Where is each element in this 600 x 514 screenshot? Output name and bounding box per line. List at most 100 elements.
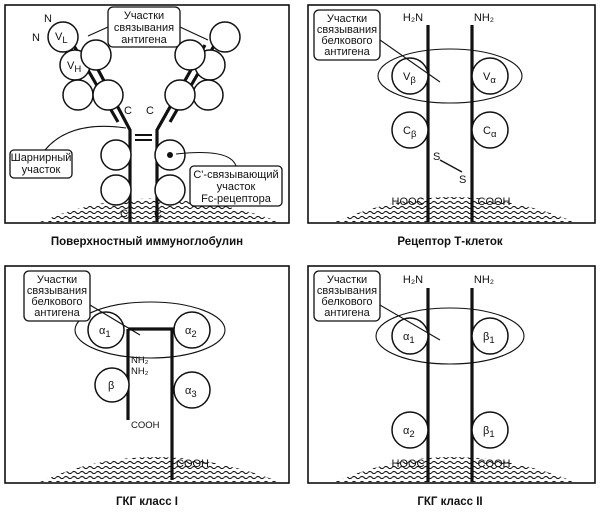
panel-mhc2: H₂N NH₂ α1 β1 α2 β1 HOOC COOH Участки св… — [307, 265, 596, 508]
label-vl: VL — [55, 31, 68, 46]
svg-text:антигена: антигена — [121, 34, 167, 46]
svg-text:Fc-рецептора: Fc-рецептора — [201, 193, 272, 205]
domain-alpha1 — [391, 317, 429, 355]
domain-ch2-left — [100, 139, 132, 171]
domain-ch3-right — [154, 174, 186, 206]
domain-v-alpha — [471, 57, 509, 95]
label-nh2: NH₂ — [474, 12, 494, 24]
binding-ellipse — [375, 307, 525, 365]
svg-text:Участки: Участки — [124, 10, 164, 22]
label-s-upper: S — [433, 151, 440, 163]
domain-vl-left — [47, 21, 79, 53]
svg-text:Участки: Участки — [327, 274, 367, 286]
label-cooh-chain: COOH — [176, 458, 209, 470]
callout-pointer — [89, 304, 141, 336]
domain-c-alpha — [471, 111, 509, 149]
label-beta1: β1 — [483, 331, 495, 346]
alpha-chain — [128, 327, 174, 480]
domain-beta2 — [471, 411, 509, 449]
panel-immunoglobulin: N N VL VH C C C C Участки связывания ант… — [4, 4, 290, 248]
caption-mhc2: ГКГ класс II — [417, 496, 482, 508]
label-beta2: β1 — [483, 425, 495, 440]
domain-ch1-right — [164, 79, 196, 111]
caption-immunoglobulin: Поверхностный иммуноглобулин — [51, 236, 243, 248]
hinge-pointer — [44, 125, 127, 151]
svg-text:белкового: белкового — [321, 296, 372, 308]
svg-text:участок: участок — [217, 181, 256, 193]
callout-complement: C'-связывающий участок Fc-рецептора — [189, 165, 283, 207]
label-c-bottom-left: C — [120, 208, 128, 220]
label-alpha1: α1 — [99, 325, 111, 340]
label-cooh: COOH — [478, 458, 511, 470]
svg-text:связывания: связывания — [317, 285, 377, 297]
domain-alpha2 — [173, 311, 211, 349]
svg-text:антигена: антигена — [324, 307, 370, 319]
svg-text:антигена: антигена — [324, 46, 370, 58]
callout-binding-sites: Участки связывания белкового антигена — [313, 270, 381, 322]
caption-mhc1: ГКГ класс I — [116, 496, 178, 508]
disulfide-link — [439, 159, 463, 173]
binding-ellipse — [377, 48, 523, 104]
callout-hinge: Шарнирный участок — [9, 149, 73, 179]
callout-pointer — [379, 39, 441, 83]
svg-text:белкового: белкового — [321, 35, 372, 47]
membrane — [335, 457, 575, 482]
label-n-right: N — [44, 13, 52, 25]
callout-pointer — [179, 26, 209, 41]
domain-right-2 — [174, 39, 206, 71]
label-alpha1: α1 — [403, 331, 415, 346]
domain-alpha1 — [87, 311, 125, 349]
membrane — [40, 198, 280, 222]
label-v-beta: Vβ — [403, 71, 416, 86]
panel-tcr: H₂N NH₂ Vβ Vα Cβ Cα S S HOOC COOH Участк… — [307, 4, 596, 248]
label-alpha3: α3 — [185, 385, 197, 400]
svg-text:участок: участок — [22, 164, 61, 176]
domain-beta — [94, 367, 130, 403]
domain-cl-left — [62, 79, 94, 111]
svg-text:связывания: связывания — [114, 22, 174, 34]
complement-site-dot — [167, 152, 173, 158]
callout-binding-sites: Участки связывания белкового антигена — [313, 9, 381, 61]
domain-ch1-left — [92, 79, 124, 111]
label-hooc: HOOC — [392, 196, 425, 208]
svg-text:Шарнирный: Шарнирный — [11, 152, 72, 164]
domain-c-beta — [391, 111, 429, 149]
label-c-bottom-right: C — [154, 208, 162, 220]
label-n-left: N — [32, 32, 40, 44]
callout-pointer — [379, 304, 441, 341]
domain-alpha3 — [173, 371, 211, 409]
label-c-right: C — [146, 105, 154, 117]
svg-text:белкового: белкового — [31, 296, 82, 308]
domain-alpha2 — [391, 411, 429, 449]
label-nh2: NH₂ — [474, 274, 494, 286]
label-nh2-bottom: NH₂ — [131, 366, 149, 377]
domain-left-2 — [80, 39, 112, 71]
complement-pointer — [175, 151, 237, 167]
label-alpha2: α2 — [403, 425, 415, 440]
label-hooc: HOOC — [392, 458, 425, 470]
callout-pointer — [87, 26, 109, 37]
label-h2n: H₂N — [403, 274, 423, 286]
membrane — [40, 457, 280, 482]
label-s-lower: S — [459, 174, 466, 186]
caption-tcr: Рецептор Т-клеток — [397, 236, 503, 248]
domain-vl-right — [209, 21, 241, 53]
domain-beta1 — [471, 317, 509, 355]
svg-text:связывания: связывания — [317, 24, 377, 36]
label-h2n: H₂N — [403, 12, 423, 24]
label-c-beta: Cβ — [403, 125, 417, 140]
callout-binding-sites: Участки связывания белкового антигена — [23, 270, 91, 322]
svg-text:связывания: связывания — [27, 285, 87, 297]
membrane — [335, 197, 575, 222]
label-vh: VH — [67, 60, 81, 75]
binding-ellipse — [74, 301, 226, 359]
svg-text:C'-связывающий: C'-связывающий — [193, 169, 278, 181]
callout-binding-sites: Участки связывания антигена — [107, 6, 181, 48]
svg-text:Участки: Участки — [37, 274, 77, 286]
label-alpha2: α2 — [185, 325, 197, 340]
domain-cl-right — [192, 79, 224, 111]
label-cooh: COOH — [478, 196, 511, 208]
domain-ch3-left — [100, 174, 132, 206]
label-c-left: C — [124, 105, 132, 117]
